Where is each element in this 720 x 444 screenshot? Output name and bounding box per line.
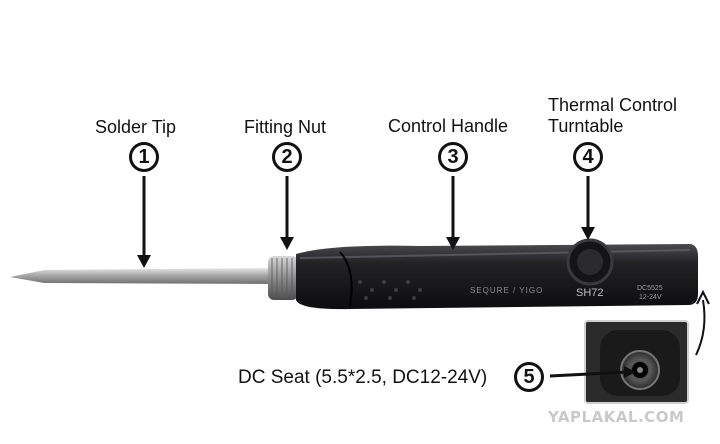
label-thermal-control-line1: Thermal Control	[548, 95, 678, 115]
label-control-handle: Control Handle	[388, 116, 509, 136]
spec-print-line1: DC5525	[637, 285, 663, 292]
brand-print: SEQURE / YIGO	[470, 286, 544, 295]
label-fitting-nut: Fitting Nut	[244, 117, 327, 137]
number-badge-5: 5	[514, 362, 544, 392]
solder-tip	[10, 268, 270, 284]
spec-print-line2: 12-24V	[639, 294, 662, 301]
label-solder-tip: Solder Tip	[95, 117, 177, 137]
watermark: YAPLAKAL.COM	[548, 408, 685, 426]
number-badge-4: 4	[573, 142, 603, 172]
label-thermal-control-line2: Turntable	[548, 116, 624, 136]
model-print: SH72	[576, 287, 604, 299]
number-badge-1: 1	[129, 142, 159, 172]
number-badge-3: 3	[438, 142, 468, 172]
arrow-dc-seat	[549, 370, 629, 378]
number-badge-2: 2	[272, 142, 302, 172]
inset-link-arrow	[695, 299, 706, 356]
fitting-nut	[268, 256, 298, 300]
label-dc-seat: DC Seat (5.5*2.5, DC12-24V)	[238, 367, 488, 388]
